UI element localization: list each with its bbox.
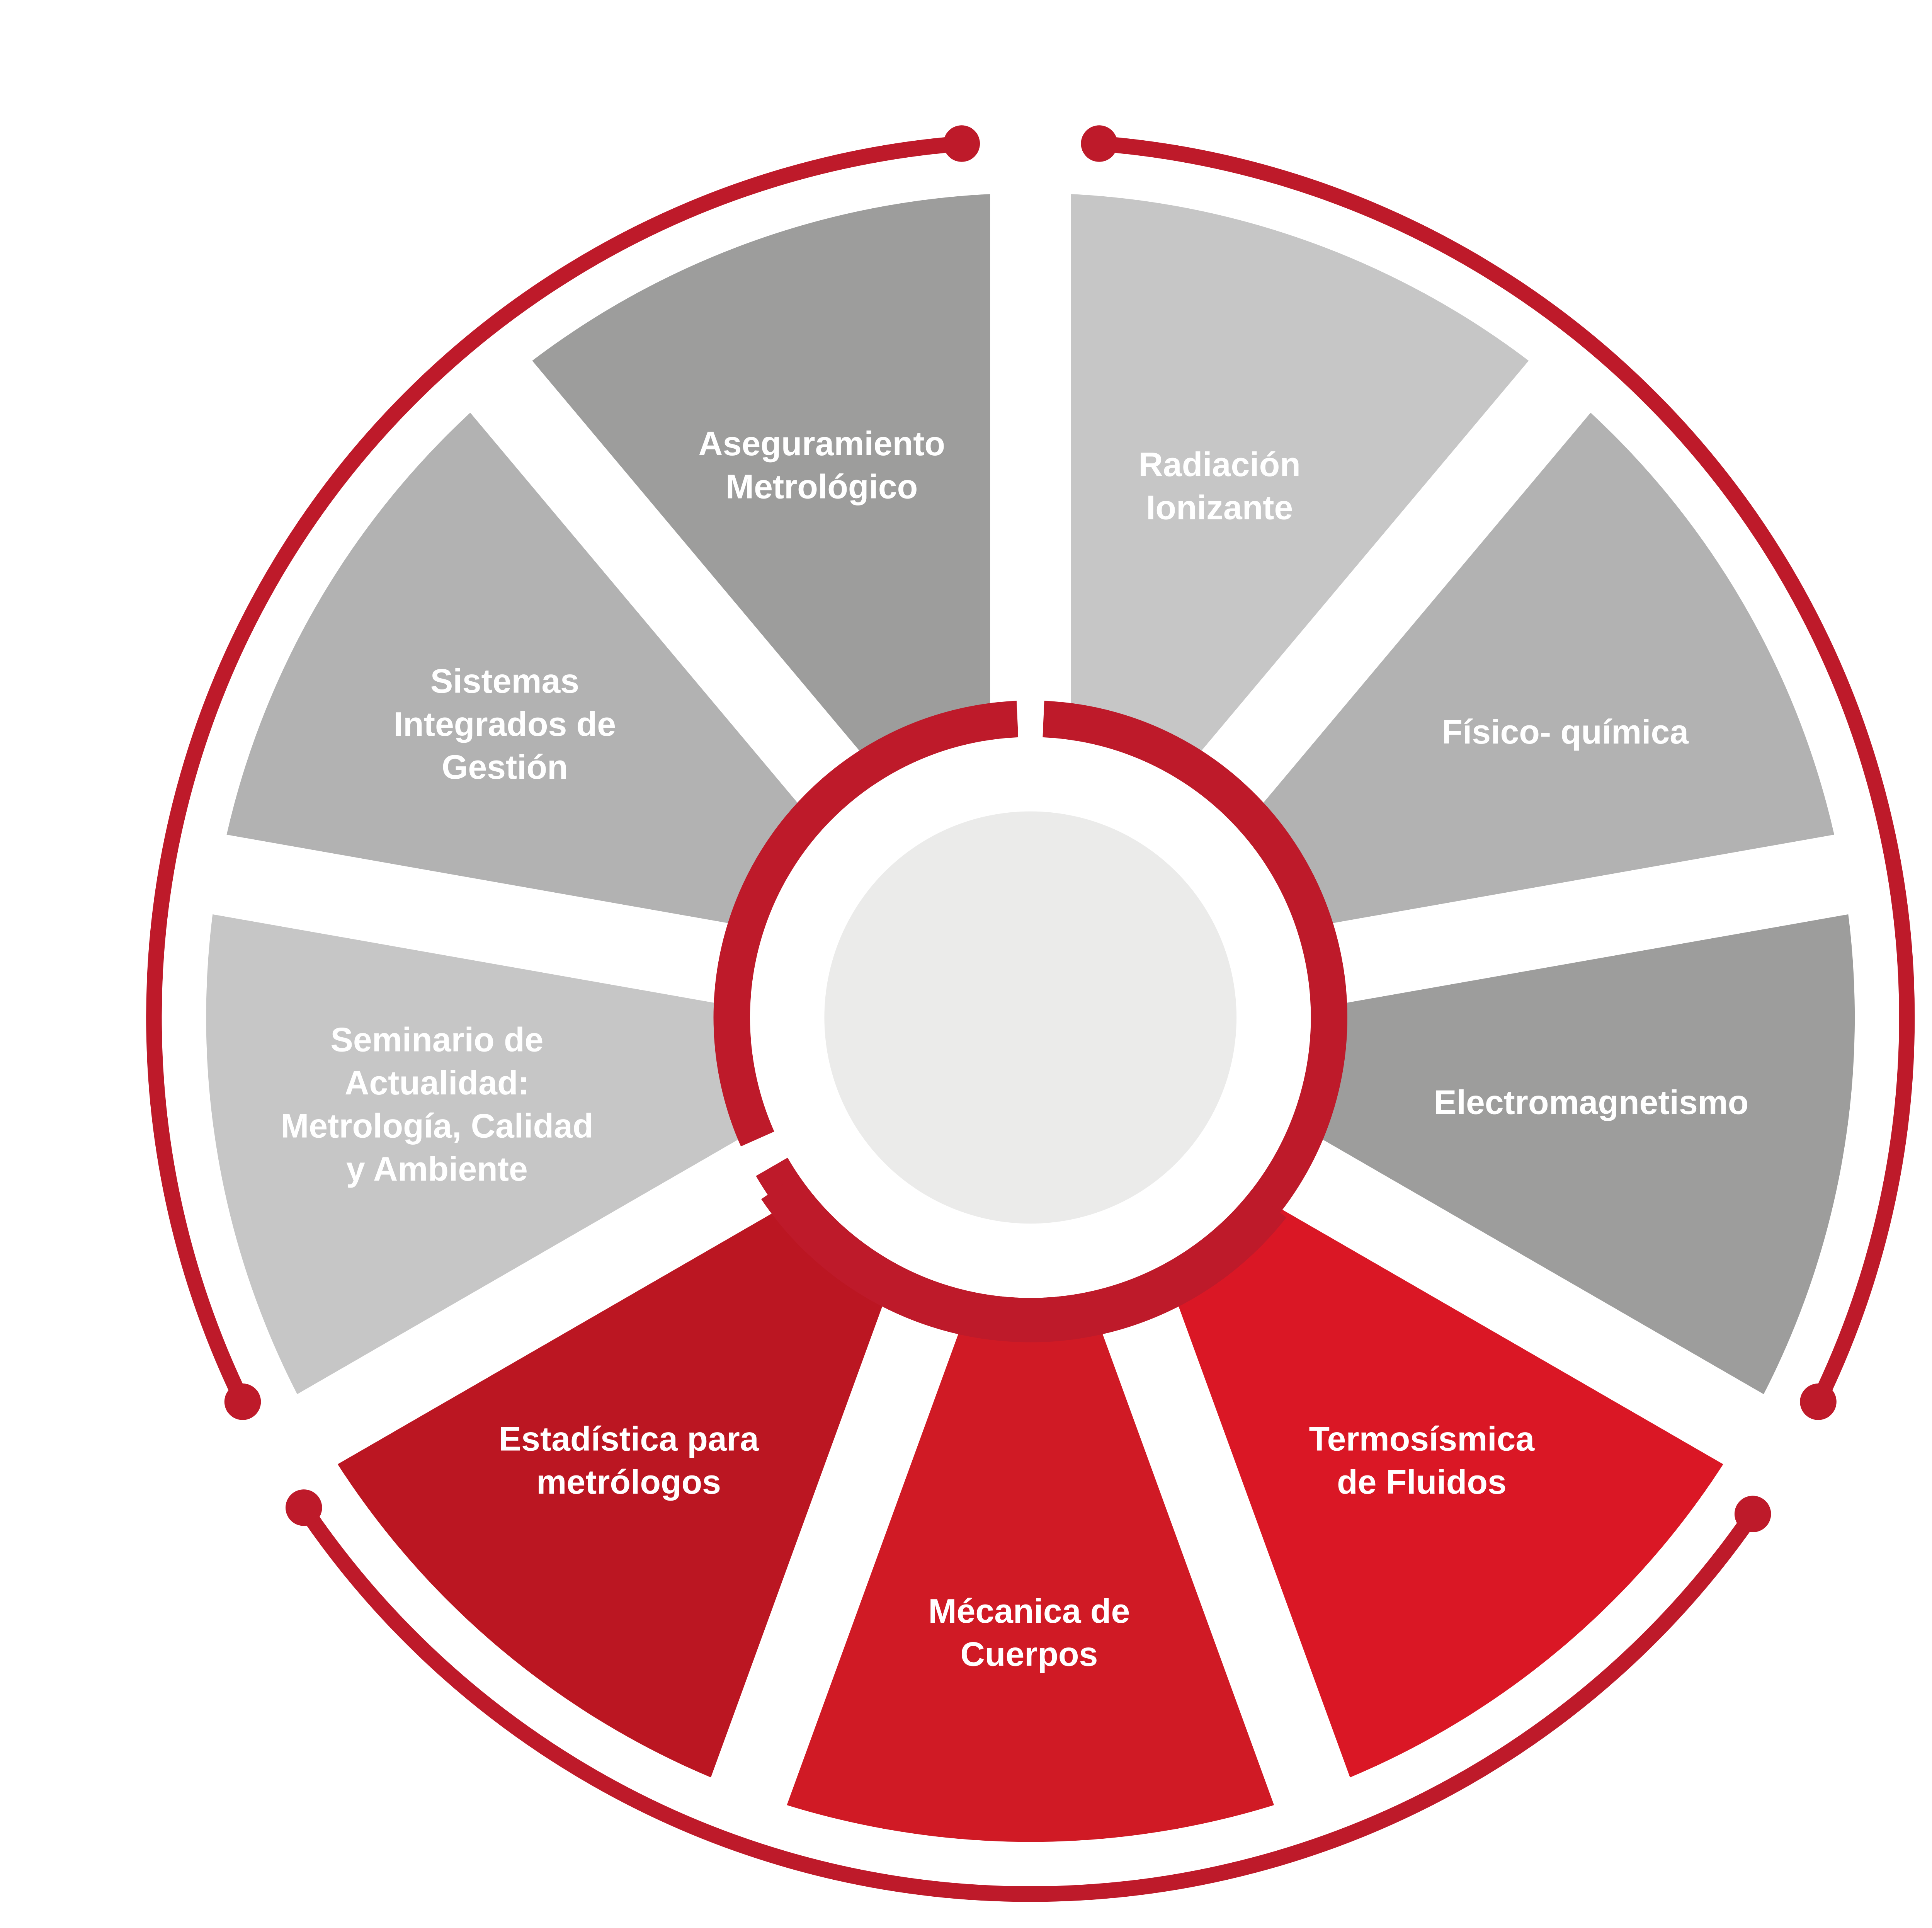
segment-label-line: Radiación bbox=[1139, 446, 1301, 483]
segment-label-line: Gestión bbox=[442, 748, 568, 786]
segment-label-line: Electromagnetismo bbox=[1434, 1084, 1748, 1121]
segment-label-line: Estadística para bbox=[499, 1420, 759, 1458]
segment-label: Termosísmica de Fluidos bbox=[1309, 1420, 1535, 1501]
segment-label: Electromagnetismo bbox=[1434, 1084, 1748, 1121]
segment-label-line: Metrológico bbox=[726, 468, 918, 505]
arc-end-dot bbox=[1800, 1383, 1837, 1420]
arc-end-dot bbox=[1081, 125, 1117, 162]
segment-label-line: metrólogos bbox=[536, 1463, 721, 1501]
segment-label-line: Mécanica de bbox=[928, 1592, 1130, 1630]
segment-label: Seminario de Actualidad: Metrología, Calid… bbox=[281, 1021, 593, 1188]
segment-label-line: Seminario de bbox=[330, 1021, 543, 1059]
arc-end-dot bbox=[285, 1489, 322, 1526]
segment-label: Mécanica de Cuerpos bbox=[928, 1592, 1130, 1673]
segment-label-line: Aseguramiento bbox=[698, 425, 945, 463]
arc-end-dot bbox=[943, 125, 980, 162]
segment-label-line: Sistemas bbox=[430, 662, 579, 700]
arc-end-dot bbox=[1734, 1496, 1771, 1532]
center-circle bbox=[824, 811, 1237, 1224]
segment-label-line: Cuerpos bbox=[960, 1635, 1098, 1673]
outer-arc bbox=[1099, 136, 1915, 1406]
outer-arc bbox=[146, 136, 963, 1406]
outer-arcs bbox=[146, 125, 1915, 1902]
segment-label-line: Físico- química bbox=[1442, 713, 1689, 751]
segment-label: Físico- química bbox=[1442, 713, 1689, 751]
segment-label-line: Ionizante bbox=[1146, 488, 1293, 526]
segment-label: Estadística para metrólogos bbox=[499, 1420, 759, 1501]
outer-arc bbox=[297, 1503, 1759, 1902]
segment-label-line: Actualidad: bbox=[345, 1064, 529, 1102]
segment-label-line: Termosísmica bbox=[1309, 1420, 1535, 1458]
arc-end-dot bbox=[224, 1383, 261, 1420]
ring-arc bbox=[713, 701, 1019, 1147]
segment-label-line: Metrología, Calidad bbox=[281, 1107, 593, 1145]
inner-ring bbox=[713, 701, 1347, 1343]
segment-label-line: y Ambiente bbox=[346, 1150, 528, 1188]
ring-arc-bottom bbox=[761, 1174, 1287, 1343]
segment-label-line: Integrados de bbox=[394, 705, 616, 743]
segment bbox=[748, 1017, 1313, 1842]
segment-label-line: de Fluidos bbox=[1337, 1463, 1507, 1501]
